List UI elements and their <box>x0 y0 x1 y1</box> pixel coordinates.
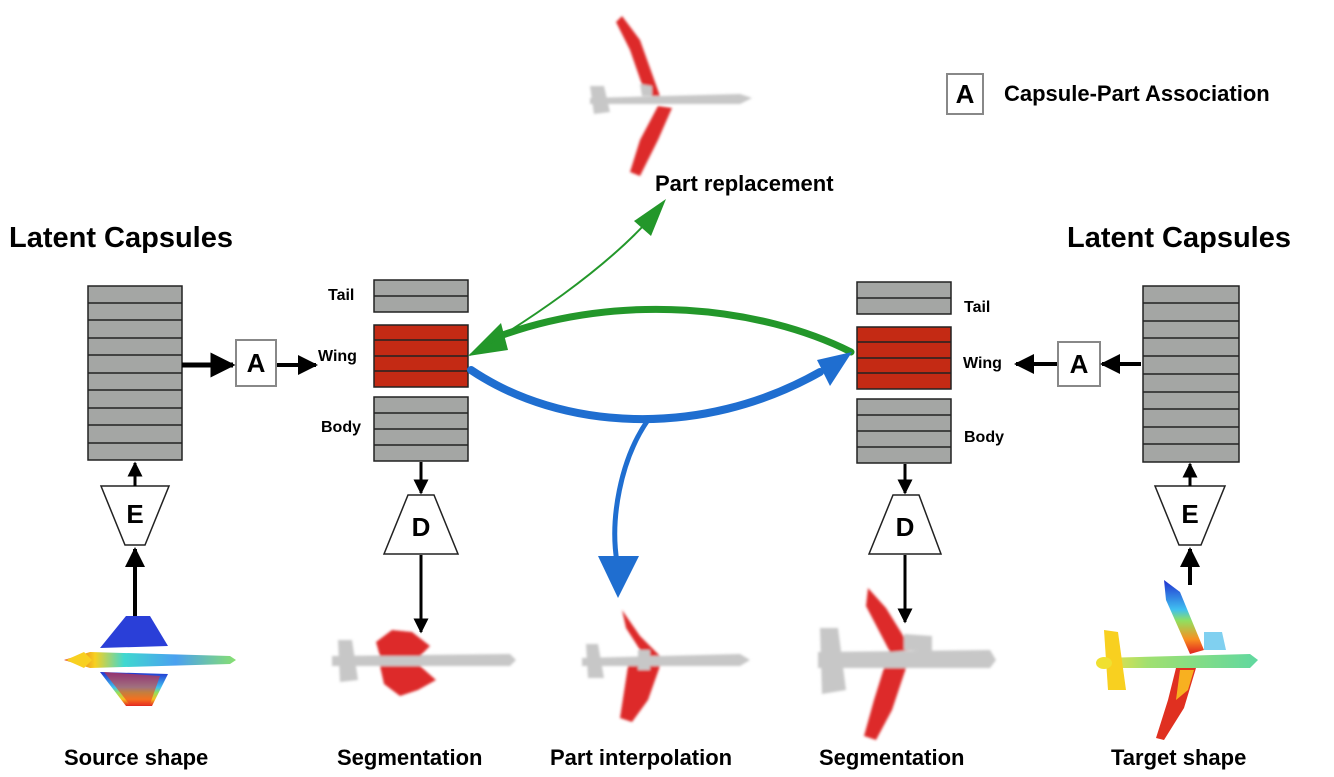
left-wing-capsules <box>373 324 469 388</box>
right-body-label: Body <box>964 429 1004 446</box>
left-latent-capsules <box>87 285 183 461</box>
left-decoder-label: D <box>411 512 431 542</box>
left-tail-capsules <box>373 279 469 313</box>
caption-left-segmentation: Segmentation <box>337 745 483 770</box>
left-encoder-block <box>99 485 171 546</box>
target-shape-image <box>1096 580 1258 740</box>
right-latent-capsules <box>1142 285 1240 463</box>
right-decoder-block <box>867 494 943 555</box>
right-tail-capsules <box>856 281 952 315</box>
right-wing-label: Wing <box>963 355 1002 372</box>
left-decoder-block <box>382 494 460 555</box>
legend-label: Capsule-Part Association <box>1004 81 1270 106</box>
caption-source-shape: Source shape <box>64 745 209 770</box>
part-replacement-label: Part replacement <box>655 171 834 196</box>
right-tail-label: Tail <box>964 299 991 316</box>
right-association-letter: A <box>1069 349 1089 379</box>
left-association-box <box>235 339 277 387</box>
left-body-capsules <box>373 396 469 462</box>
flow-arrows <box>125 352 1200 634</box>
left-body-label: Body <box>321 419 361 436</box>
left-association-letter: A <box>246 348 266 378</box>
left-encoder-label: E <box>126 499 144 529</box>
right-latent-capsules-title: Latent Capsules <box>1067 222 1291 254</box>
legend-association-box: A <box>946 73 984 115</box>
right-decoder-label: D <box>895 512 915 542</box>
left-wing-label: Wing <box>318 348 357 365</box>
right-encoder-block <box>1153 485 1227 546</box>
left-latent-capsules-title: Latent Capsules <box>9 222 233 254</box>
right-wing-capsules <box>856 326 952 390</box>
part-replacement-arrows <box>468 199 855 356</box>
right-association-box <box>1057 341 1101 387</box>
source-shape-image <box>64 616 236 706</box>
part-interpolation-plane-image <box>582 610 750 722</box>
right-segmentation-image <box>818 588 996 740</box>
caption-target-shape: Target shape <box>1111 745 1247 770</box>
caption-part-interpolation: Part interpolation <box>550 745 733 770</box>
part-replacement-plane-image <box>590 16 752 176</box>
left-tail-label: Tail <box>328 287 355 304</box>
right-encoder-label: E <box>1181 499 1199 529</box>
part-interpolation-arrows <box>467 352 852 598</box>
caption-right-segmentation: Segmentation <box>819 745 965 770</box>
right-body-capsules <box>856 398 952 464</box>
left-segmentation-image <box>332 630 516 696</box>
